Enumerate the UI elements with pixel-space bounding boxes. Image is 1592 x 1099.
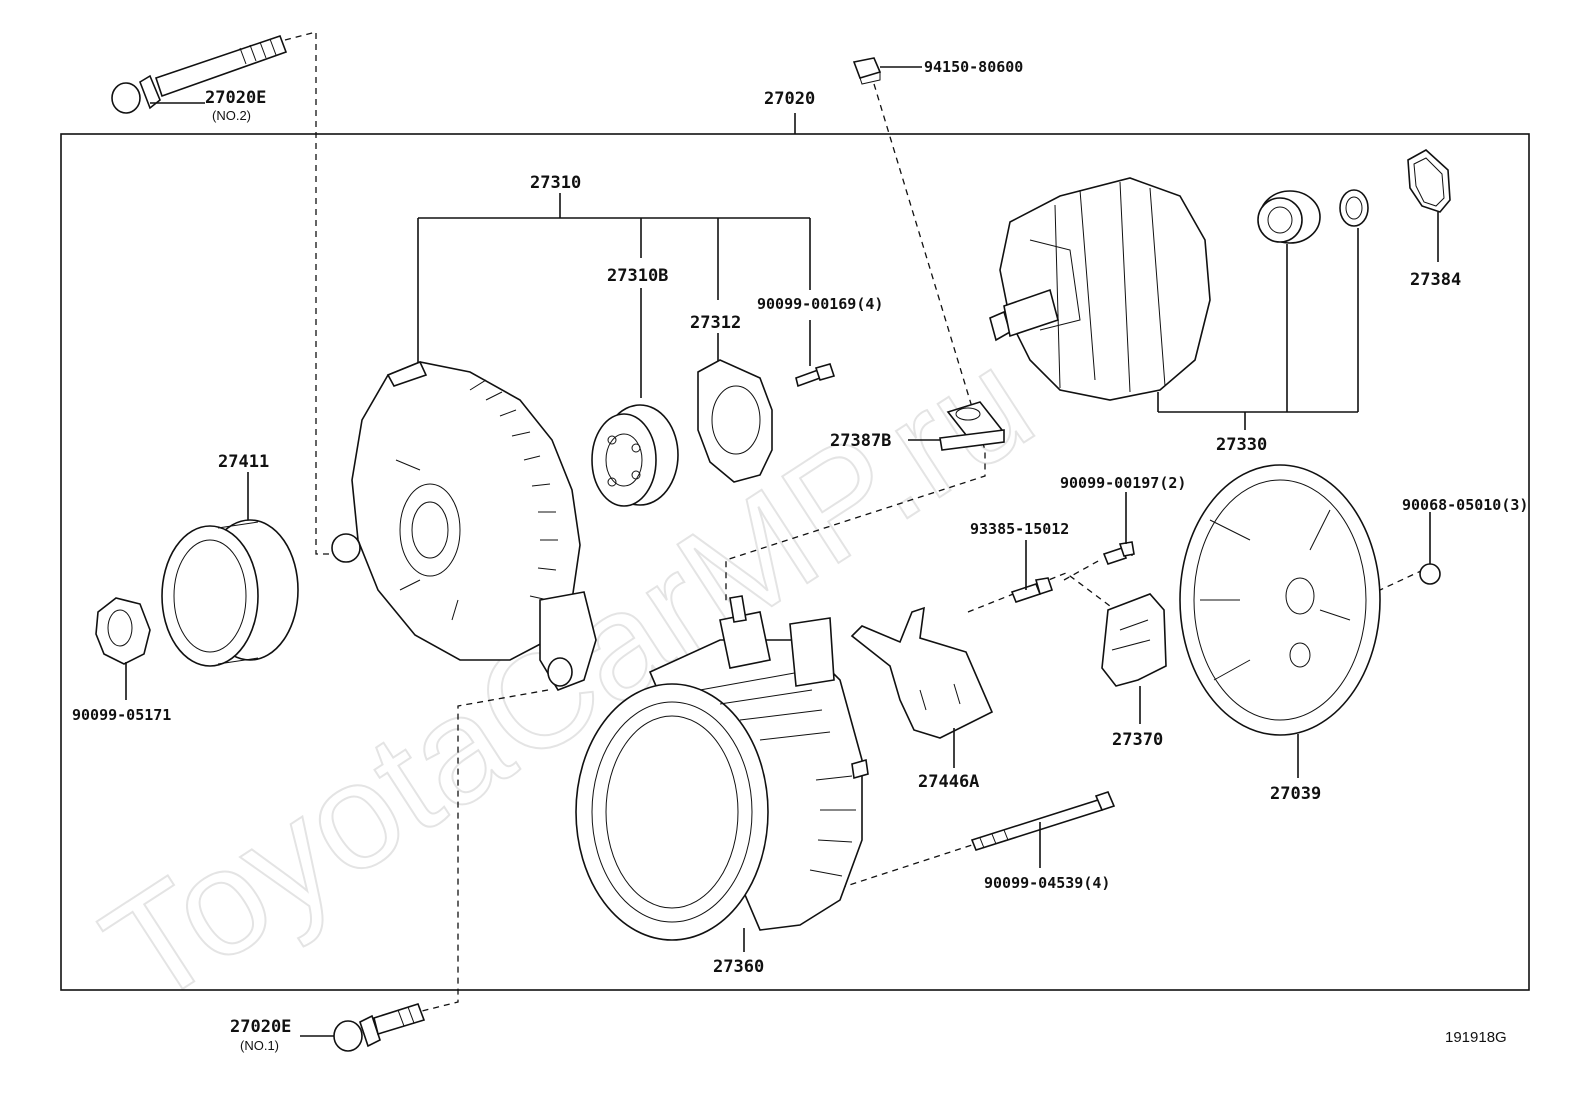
label-27310b: 27310B <box>607 266 668 286</box>
screw-90099-00197-icon <box>1102 541 1135 565</box>
bolt-27020e-no2-icon <box>111 34 288 114</box>
label-90099-00197: 90099-00197(2) <box>1060 474 1186 492</box>
pulley-27411-icon <box>161 519 299 667</box>
label-27330: 27330 <box>1216 435 1267 455</box>
cover-27384-icon <box>1407 149 1451 213</box>
label-27020e-no2: 27020E <box>205 88 266 108</box>
rear-cover-27039-icon <box>1179 464 1381 736</box>
label-27411: 27411 <box>218 452 269 472</box>
label-90099-05171: 90099-05171 <box>72 706 171 724</box>
washer-27330-icon <box>1339 189 1369 227</box>
insulator-27387b-icon <box>939 401 1005 451</box>
label-90068-05010: 90068-05010(3) <box>1402 496 1528 514</box>
rotor-27330-icon <box>989 177 1211 401</box>
screw-90099-00169-icon <box>795 363 836 388</box>
nut-90068-icon <box>1419 563 1441 585</box>
bearing-27310b-icon <box>591 404 679 507</box>
label-27039: 27039 <box>1270 784 1321 804</box>
brush-holder-27370-icon <box>1101 593 1167 687</box>
label-90099-00169: 90099-00169(4) <box>757 295 883 313</box>
label-27312: 27312 <box>690 313 741 333</box>
drive-end-frame-27310-icon <box>331 360 597 691</box>
label-27384: 27384 <box>1410 270 1461 290</box>
bolt-93385-icon <box>1010 577 1054 603</box>
bolt-90099-04539-icon <box>970 791 1116 851</box>
label-27360: 27360 <box>713 957 764 977</box>
figure-code: 191918G <box>1445 1029 1507 1046</box>
label-27020: 27020 <box>764 89 815 109</box>
label-27387b: 27387B <box>830 431 891 451</box>
label-27020e-no2-sub: (NO.2) <box>212 108 251 123</box>
label-94150-80600: 94150-80600 <box>924 58 1023 76</box>
stator-27360-icon <box>575 595 869 941</box>
retainer-plate-27312-icon <box>697 359 773 483</box>
nut-90099-05171-icon <box>95 597 151 665</box>
label-93385-15012: 93385-15012 <box>970 520 1069 538</box>
label-27370: 27370 <box>1112 730 1163 750</box>
nut-94150-icon <box>852 57 882 85</box>
label-27020e-no1-sub: (NO.1) <box>240 1038 279 1053</box>
label-90099-04539: 90099-04539(4) <box>984 874 1110 892</box>
label-27020e-no1: 27020E <box>230 1017 291 1037</box>
plate-27446a-icon <box>850 606 994 739</box>
label-27310: 27310 <box>530 173 581 193</box>
label-27446a: 27446A <box>918 772 979 792</box>
bearing-27330-icon <box>1257 190 1321 244</box>
bolt-27020e-no1-icon <box>333 1003 426 1052</box>
